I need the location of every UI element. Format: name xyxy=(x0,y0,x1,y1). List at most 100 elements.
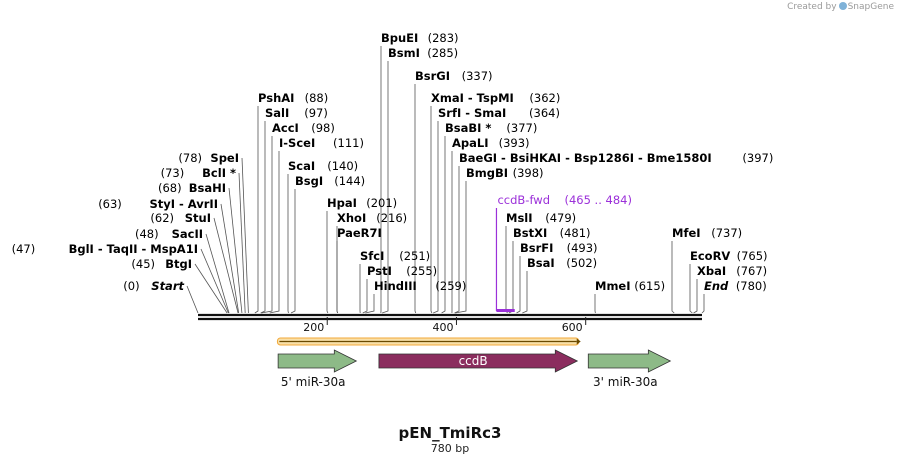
site-label-pshai: PshAI xyxy=(258,91,294,105)
site-label-xmai: XmaI - TspMI xyxy=(431,91,514,105)
site-label-sali: SalI xyxy=(265,106,289,120)
site-label-bmgbi: BmgBI xyxy=(466,166,508,180)
ruler-label-600: 600 xyxy=(562,321,583,334)
site-hpai: HpaI(201) xyxy=(327,196,397,210)
site-label-bgli: BglI - TaqII - MspA1I xyxy=(69,242,198,256)
leader-end xyxy=(701,294,705,314)
site-pos-psti: (255) xyxy=(406,264,437,278)
site-pos-bpuei: (283) xyxy=(428,31,459,45)
site-pos-i-scei: (111) xyxy=(333,136,364,150)
site-label-bcli: BclI * xyxy=(202,166,236,180)
leader-xmai xyxy=(430,106,433,314)
feature-label-ccdb: ccdB xyxy=(459,354,488,368)
leader-bcli xyxy=(238,172,246,314)
site-i-scei: I-SceI(111) xyxy=(279,136,364,150)
site-label-bsrfi: BsrFI xyxy=(520,241,553,255)
site-pos-bgli: (47) xyxy=(12,242,36,256)
leader-bmgbi xyxy=(455,181,467,314)
site-bmgbi: BmgBI (398) xyxy=(466,166,544,180)
leader-sacii xyxy=(205,233,230,314)
snapgene-logo-icon xyxy=(838,2,847,10)
leader-bsrfi xyxy=(516,256,521,314)
site-pshai: PshAI(88) xyxy=(258,91,328,105)
site-label-bsabi: BsaBI * xyxy=(445,121,491,135)
site-pos-bsmi: (285) xyxy=(427,46,458,60)
site-end: End(780) xyxy=(704,279,767,293)
site-label-acci: AccI xyxy=(272,121,299,135)
site-pos-stui: (62) xyxy=(150,211,174,225)
site-bsrgi: BsrGI(337) xyxy=(415,69,493,83)
orf-arrowhead xyxy=(576,338,581,345)
site-pos-styi: (63) xyxy=(98,197,122,211)
primer-bar xyxy=(496,309,515,312)
primer-range: (465 .. 484) xyxy=(564,193,632,207)
site-mmei: MmeI(615) xyxy=(595,279,665,293)
site-bcli: BclI *(73) xyxy=(161,166,236,180)
site-label-msli: MslI xyxy=(506,211,533,225)
leader-sali xyxy=(260,121,266,314)
site-label-bsai: BsaI xyxy=(527,256,555,270)
site-label-paer7i: PaeR7I xyxy=(337,226,382,240)
site-bsmi: BsmI (285) xyxy=(388,46,458,60)
feature-ccdb: ccdB xyxy=(378,349,579,373)
site-label-styi: StyI - AvrII xyxy=(149,197,218,211)
site-pos-msli: (479) xyxy=(545,211,576,225)
backbone xyxy=(198,313,702,321)
leader-paer7i xyxy=(336,241,338,314)
leader-hindiii xyxy=(365,294,375,314)
leader-ecorv xyxy=(689,264,693,314)
leader-srfi xyxy=(433,121,439,314)
site-label-apali: ApaLI xyxy=(452,136,489,150)
site-label-bsmi: BsmI xyxy=(388,46,420,60)
site-label-hindiii: HindIII xyxy=(374,279,417,293)
leader-xbai xyxy=(693,279,698,314)
site-pos-sali: (97) xyxy=(304,106,328,120)
site-pos-bmgbi: (398) xyxy=(513,166,544,180)
leader-bsahi xyxy=(228,187,243,314)
plasmid-size: 780 bp xyxy=(430,442,470,455)
primer-label: ccdB-fwd xyxy=(497,193,550,207)
site-xhoi: XhoI(216) xyxy=(337,211,407,225)
site-label-mmei: MmeI xyxy=(595,279,631,293)
site-mfei: MfeI(737) xyxy=(672,226,742,240)
leader-baegi xyxy=(454,166,460,314)
leader-styi xyxy=(220,203,240,314)
site-label-bsahi: BsaHI xyxy=(189,181,226,195)
primer-ccdb-fwd: ccdB-fwd (465 .. 484) xyxy=(495,193,632,312)
site-bgli: BglI - TaqII - MspA1I (47) xyxy=(12,242,198,256)
site-pos-spei: (78) xyxy=(178,151,202,165)
site-styi: StyI - AvrII (63) xyxy=(98,197,218,211)
site-pos-sfci: (251) xyxy=(399,249,430,263)
ruler-label-200: 200 xyxy=(303,321,324,334)
leader-bsmi xyxy=(382,61,389,314)
feature-arrow-ccdb xyxy=(378,349,579,373)
site-label-bpuei: BpuEI xyxy=(381,31,418,45)
site-pos-bsabi: (377) xyxy=(506,121,537,135)
site-label-ecorv: EcoRV xyxy=(690,249,730,263)
site-label-xhoi: XhoI xyxy=(337,211,366,225)
site-label-sfci: SfcI xyxy=(360,249,384,263)
site-start: Start(0) xyxy=(123,279,184,293)
site-apali: ApaLI(393) xyxy=(452,136,530,150)
leader-i-scei xyxy=(269,151,280,314)
leader-bsgi xyxy=(290,189,296,314)
site-pos-ecorv: (765) xyxy=(737,249,768,263)
site-sacii: SacII(48) xyxy=(135,227,203,241)
site-label-psti: PstI xyxy=(367,264,392,278)
site-pos-hpai: (201) xyxy=(366,196,397,210)
leader-msli xyxy=(505,226,508,314)
site-label-end: End xyxy=(704,279,729,293)
site-pos-hindiii: (259) xyxy=(435,279,466,293)
site-pos-xbai: (767) xyxy=(736,264,767,278)
leader-acci xyxy=(261,136,273,314)
site-label-btgi: BtgI xyxy=(165,257,192,271)
site-acci: AccI(98) xyxy=(272,121,335,135)
site-label-xbai: XbaI xyxy=(697,264,726,278)
site-pos-bsahi: (68) xyxy=(158,181,182,195)
site-bsahi: BsaHI (68) xyxy=(158,181,226,195)
site-label-bstxi: BstXI xyxy=(513,226,547,240)
